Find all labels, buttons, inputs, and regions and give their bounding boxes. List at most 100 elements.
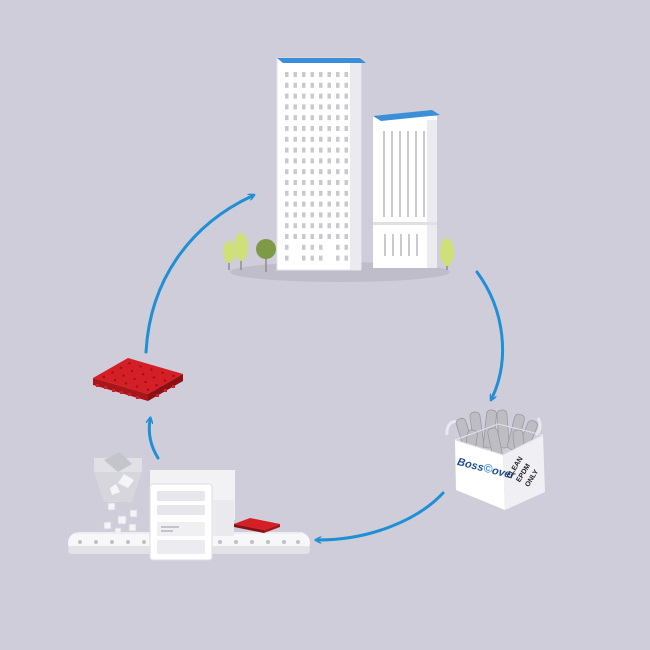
window <box>302 190 306 196</box>
window <box>285 169 289 175</box>
window <box>344 190 348 196</box>
rubber-crumbs <box>103 502 138 535</box>
window <box>336 72 340 77</box>
window <box>336 104 340 110</box>
tile-dot <box>141 373 145 376</box>
window <box>310 223 314 229</box>
conveyor-belt <box>68 532 310 554</box>
window <box>336 126 340 131</box>
brand-suffix: over <box>491 465 517 482</box>
epdm-tubes <box>455 409 538 459</box>
window <box>310 72 314 77</box>
window <box>344 234 348 239</box>
window <box>310 169 314 175</box>
window <box>293 147 297 153</box>
window <box>327 201 331 207</box>
window <box>319 223 323 229</box>
window <box>344 136 348 142</box>
window <box>310 244 314 250</box>
tile-dot <box>144 380 147 384</box>
window <box>302 82 306 88</box>
window <box>293 136 297 142</box>
window <box>285 255 289 261</box>
tree-icon <box>234 233 248 270</box>
window <box>327 93 331 99</box>
window <box>344 115 348 121</box>
tile-dot <box>119 366 123 369</box>
window <box>344 104 348 110</box>
window <box>293 234 297 239</box>
tree-icon <box>256 239 276 272</box>
arrow-icon <box>318 491 445 540</box>
window <box>285 104 289 110</box>
window <box>344 72 348 77</box>
window <box>302 201 306 207</box>
tile-dot <box>113 379 117 382</box>
window <box>293 93 297 99</box>
window <box>319 201 323 207</box>
window <box>344 180 348 185</box>
building-icon <box>276 57 366 271</box>
window <box>327 126 331 131</box>
window <box>285 72 289 77</box>
window <box>302 104 306 110</box>
window <box>310 147 314 153</box>
window <box>293 212 297 218</box>
window <box>285 212 289 218</box>
window <box>327 223 331 229</box>
window <box>319 104 323 110</box>
window <box>293 104 297 110</box>
window <box>319 244 323 250</box>
tile-dot <box>133 377 136 380</box>
window <box>302 212 306 218</box>
window <box>319 169 323 175</box>
bag-icon: Boss©over CLEAN EPDM ONLY <box>445 409 545 510</box>
window <box>285 158 289 164</box>
window <box>310 234 314 239</box>
window <box>310 126 314 131</box>
window <box>319 255 323 261</box>
arrow-icon <box>144 196 252 354</box>
window <box>310 115 314 121</box>
window <box>310 158 314 164</box>
window <box>319 190 323 196</box>
window <box>319 212 323 218</box>
window <box>293 190 297 196</box>
window <box>327 104 331 110</box>
bag-right-face <box>503 435 545 510</box>
window <box>310 212 314 218</box>
window <box>344 93 348 99</box>
window <box>327 169 331 175</box>
hopper <box>94 452 142 502</box>
window <box>310 136 314 142</box>
tile-dot <box>139 365 142 368</box>
window <box>310 104 314 110</box>
window <box>302 136 306 142</box>
window <box>319 136 323 142</box>
window <box>310 180 314 185</box>
window <box>336 115 340 121</box>
window <box>302 115 306 121</box>
tile-icon <box>234 518 280 533</box>
tile-dot <box>172 374 175 378</box>
window <box>302 244 306 250</box>
tile-dot <box>146 388 150 391</box>
window <box>327 115 331 121</box>
window <box>327 158 331 164</box>
window <box>310 93 314 99</box>
tree-icon <box>440 238 454 270</box>
window <box>344 255 348 261</box>
window <box>310 190 314 196</box>
window <box>293 223 297 229</box>
window <box>344 169 348 175</box>
window <box>302 158 306 164</box>
window <box>327 147 331 153</box>
window <box>336 169 340 175</box>
window <box>302 126 306 131</box>
window <box>293 158 297 164</box>
window <box>336 212 340 218</box>
window <box>336 223 340 229</box>
window <box>319 126 323 131</box>
window <box>319 158 323 164</box>
window <box>293 201 297 207</box>
